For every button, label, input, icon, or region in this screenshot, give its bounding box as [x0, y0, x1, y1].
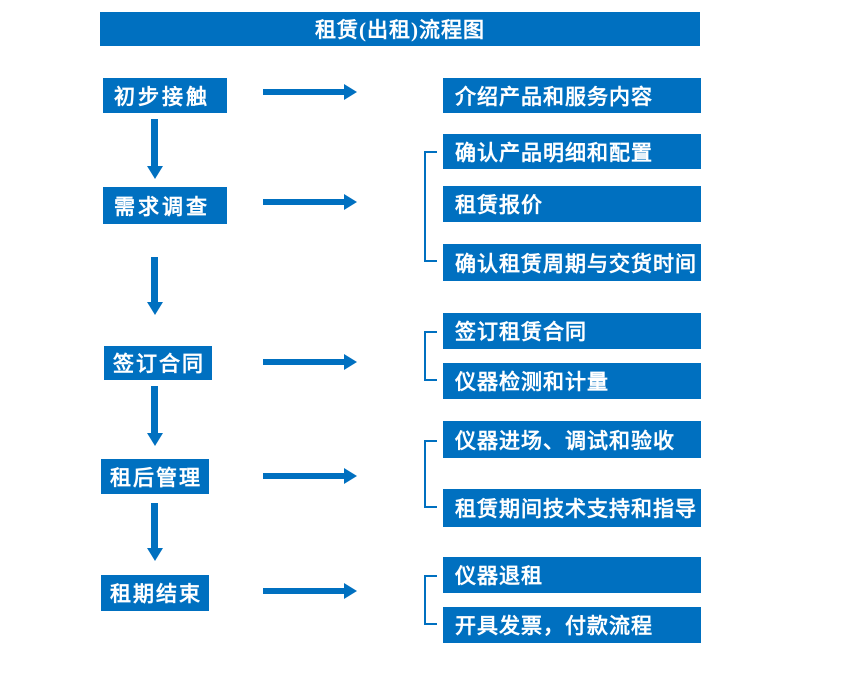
detail-box-rental-tech-support: 租赁期间技术支持和指导: [443, 489, 701, 527]
right-arrow-icon: [263, 468, 357, 484]
detail-box-instrument-testing-metering: 仪器检测和计量: [443, 363, 701, 399]
stage-box-sign-contract: 签订合同: [104, 346, 212, 380]
group-bracket-rental-end: [424, 575, 437, 625]
detail-box-sign-rental-contract: 签订租赁合同: [443, 313, 701, 349]
down-arrow-icon: [146, 119, 163, 179]
detail-box-rental-quote: 租赁报价: [443, 186, 701, 222]
right-arrow-icon: [263, 194, 357, 210]
right-arrow-icon: [263, 354, 357, 370]
flowchart-title: 租赁(出租)流程图: [100, 12, 700, 46]
stage-box-rental-end: 租期结束: [101, 575, 209, 611]
right-arrow-icon: [263, 583, 357, 599]
stage-box-post-rental-management: 租后管理: [101, 459, 209, 494]
detail-box-introduce-products-services: 介绍产品和服务内容: [443, 78, 701, 113]
group-bracket-sign-contract: [424, 331, 437, 381]
detail-box-confirm-period-delivery: 确认租赁周期与交货时间: [443, 244, 701, 281]
down-arrow-icon: [146, 257, 163, 315]
group-bracket-post-rental: [424, 440, 437, 508]
detail-box-confirm-product-config: 确认产品明细和配置: [443, 134, 701, 169]
down-arrow-icon: [146, 503, 163, 561]
group-bracket-demand-survey: [424, 151, 437, 262]
right-arrow-icon: [263, 84, 357, 100]
stage-box-initial-contact: 初步接触: [103, 78, 227, 113]
down-arrow-icon: [146, 386, 163, 446]
detail-box-instrument-setup-acceptance: 仪器进场、调试和验收: [443, 421, 701, 458]
detail-box-instrument-return: 仪器退租: [443, 557, 701, 593]
stage-box-demand-survey: 需求调查: [103, 187, 227, 224]
detail-box-invoice-payment: 开具发票，付款流程: [443, 607, 701, 643]
